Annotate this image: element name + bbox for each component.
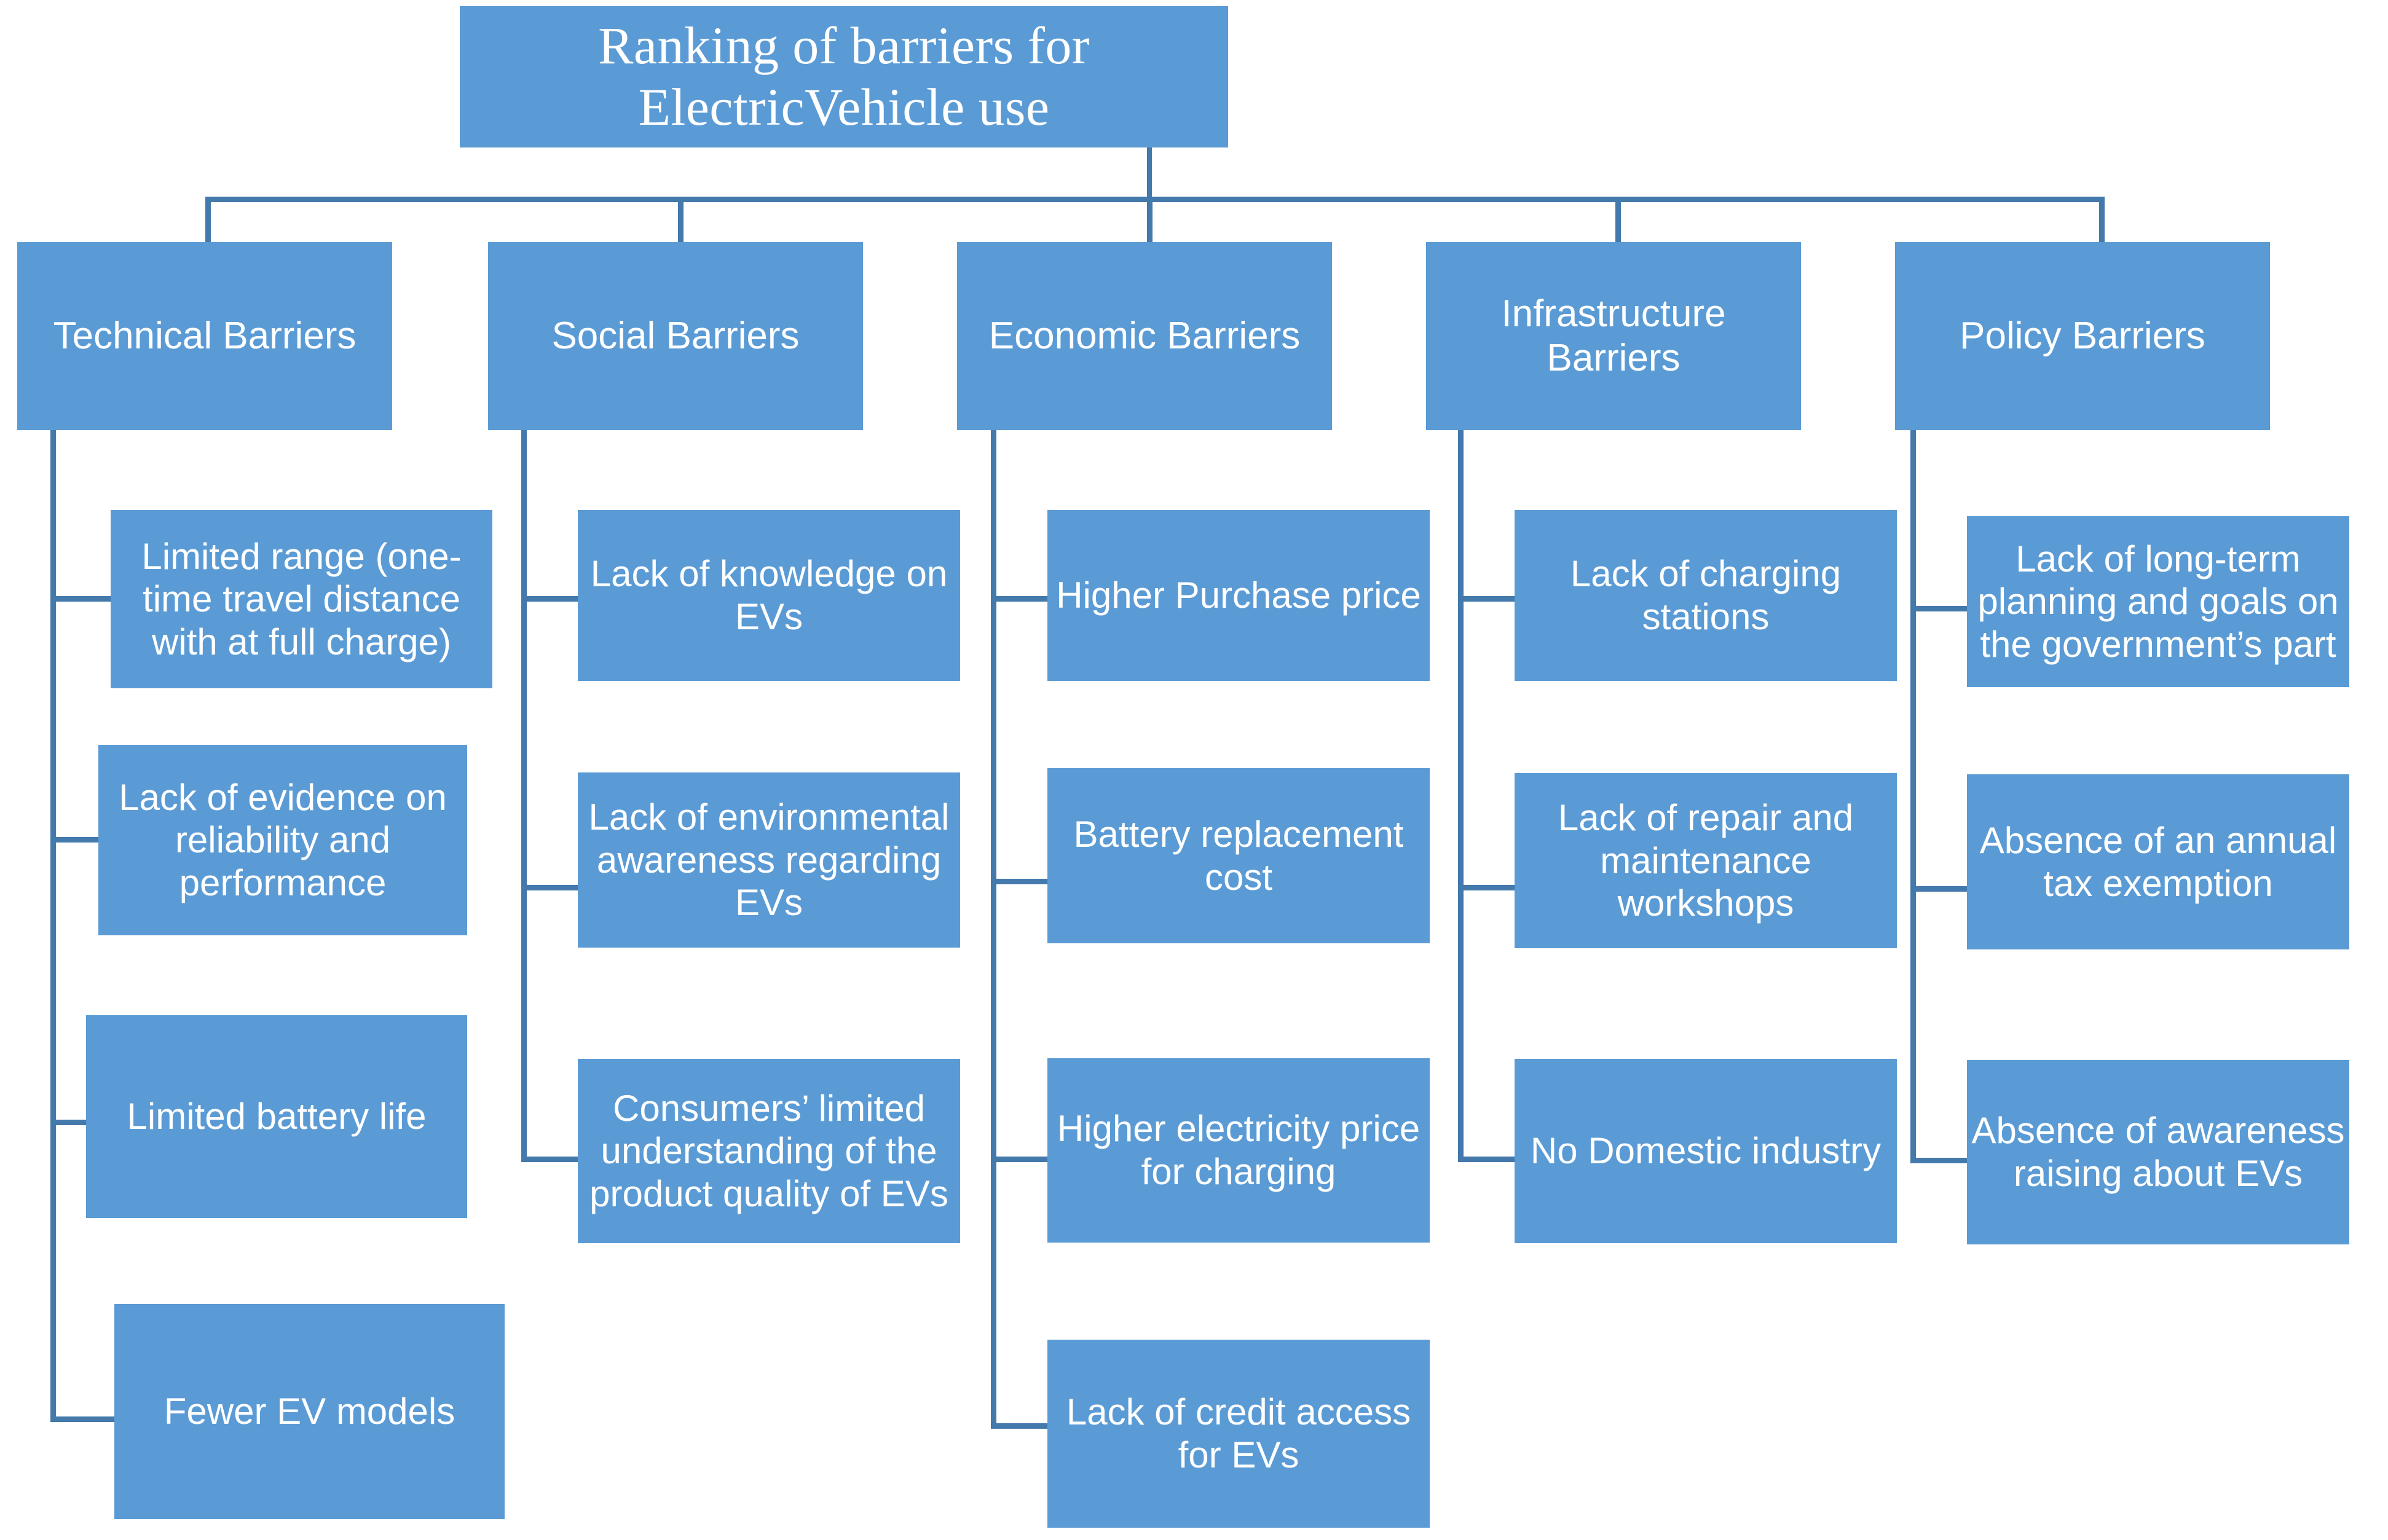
connector-stub-technical-3	[50, 1120, 87, 1125]
category-node-technical-barriers[interactable]: Technical Barriers	[17, 242, 392, 430]
connector-spine-technical	[50, 430, 56, 1422]
leaf-label: Consumers’ limited understanding of the …	[589, 1087, 948, 1214]
leaf-node-battery-replacement-cost[interactable]: Battery replacement cost	[1047, 768, 1430, 943]
connector-bus-drop-5	[2099, 202, 2105, 243]
connector-bus-drop-2	[678, 202, 684, 243]
leaf-label: Limited range (one-time travel distance …	[141, 535, 462, 662]
connector-spine-social	[521, 430, 527, 1161]
connector-bus-drop-4	[1615, 202, 1621, 243]
connector-spine-economic	[991, 430, 996, 1429]
connector-stub-infrastructure-1	[1458, 596, 1515, 602]
connector-root-drop	[1147, 147, 1152, 202]
category-node-infrastructure-barriers[interactable]: Infrastructure Barriers	[1426, 242, 1801, 430]
leaf-label: Fewer EV models	[164, 1391, 455, 1432]
leaf-label: Lack of charging stations	[1570, 553, 1842, 637]
leaf-node-lack-of-environmental-awareness[interactable]: Lack of environmental awareness regardin…	[578, 772, 960, 948]
leaf-node-lack-of-knowledge[interactable]: Lack of knowledge on EVs	[578, 510, 960, 681]
connector-bus-drop-3	[1147, 202, 1153, 243]
leaf-node-fewer-ev-models[interactable]: Fewer EV models	[114, 1304, 505, 1519]
connector-spine-policy	[1910, 430, 1916, 1163]
category-label: Policy Barriers	[1960, 315, 2205, 358]
connector-stub-economic-1	[991, 596, 1047, 602]
root-node-ranking-of-barriers[interactable]: Ranking of barriers for ElectricVehicle …	[460, 6, 1228, 147]
connector-stub-economic-4	[991, 1423, 1047, 1429]
leaf-node-lack-of-charging-stations[interactable]: Lack of charging stations	[1515, 510, 1897, 681]
category-label: Technical Barriers	[53, 315, 357, 358]
leaf-label: Lack of long-term planning and goals on …	[1977, 538, 2339, 665]
leaf-node-limited-battery-life[interactable]: Limited battery life	[86, 1015, 467, 1218]
connector-spine-infrastructure	[1458, 430, 1464, 1161]
leaf-node-lack-of-repair-and-maintenance[interactable]: Lack of repair and maintenance workshops	[1515, 773, 1897, 948]
connector-stub-infrastructure-3	[1458, 1157, 1515, 1162]
leaf-node-absence-of-awareness-raising[interactable]: Absence of awareness raising about EVs	[1967, 1060, 2349, 1244]
category-label: Economic Barriers	[988, 315, 1301, 358]
leaf-label: Limited battery life	[127, 1096, 427, 1137]
leaf-label: Lack of knowledge on EVs	[590, 553, 948, 637]
leaf-label: Lack of evidence on reliability and perf…	[119, 776, 447, 903]
leaf-label: Lack of environmental awareness regardin…	[588, 796, 950, 924]
leaf-node-lack-of-credit-access[interactable]: Lack of credit access for EVs	[1047, 1340, 1430, 1528]
connector-horizontal-bus	[205, 197, 2105, 202]
leaf-node-consumers-limited-understanding[interactable]: Consumers’ limited understanding of the …	[578, 1059, 960, 1243]
connector-stub-technical-2	[50, 837, 100, 843]
category-node-economic-barriers[interactable]: Economic Barriers	[957, 242, 1332, 430]
connector-stub-policy-3	[1910, 1158, 1967, 1163]
connector-stub-policy-2	[1910, 886, 1967, 892]
leaf-node-lack-of-evidence[interactable]: Lack of evidence on reliability and perf…	[98, 745, 467, 935]
connector-stub-social-1	[521, 596, 578, 602]
leaf-node-higher-purchase-price[interactable]: Higher Purchase price	[1047, 510, 1430, 681]
connector-stub-policy-1	[1910, 606, 1967, 611]
connector-stub-economic-2	[991, 879, 1047, 884]
leaf-label: Higher Purchase price	[1056, 575, 1421, 616]
connector-stub-infrastructure-2	[1458, 885, 1515, 890]
category-label: Infrastructure Barriers	[1501, 293, 1726, 379]
leaf-node-absence-of-annual-tax-exemption[interactable]: Absence of an annual tax exemption	[1967, 774, 2349, 949]
connector-stub-social-2	[521, 885, 578, 890]
leaf-label: Battery replacement cost	[1073, 813, 1404, 898]
leaf-label: Lack of repair and maintenance workshops	[1558, 797, 1854, 924]
leaf-node-lack-of-long-term-planning[interactable]: Lack of long-term planning and goals on …	[1967, 516, 2349, 687]
category-label: Social Barriers	[551, 315, 800, 358]
connector-stub-economic-3	[991, 1157, 1047, 1162]
leaf-label: Higher electricity price for charging	[1057, 1108, 1421, 1192]
connector-stub-technical-4	[50, 1416, 116, 1422]
connector-stub-technical-1	[50, 596, 111, 602]
leaf-node-higher-electricity-price[interactable]: Higher electricity price for charging	[1047, 1058, 1430, 1243]
category-node-policy-barriers[interactable]: Policy Barriers	[1895, 242, 2270, 430]
leaf-label: Lack of credit access for EVs	[1066, 1391, 1411, 1475]
leaf-label: No Domestic industry	[1530, 1130, 1882, 1172]
leaf-node-limited-range[interactable]: Limited range (one-time travel distance …	[111, 510, 492, 688]
root-node-label: Ranking of barriers for ElectricVehicle …	[598, 16, 1090, 136]
connector-bus-drop-1	[205, 202, 211, 243]
category-node-social-barriers[interactable]: Social Barriers	[488, 242, 863, 430]
leaf-label: Absence of awareness raising about EVs	[1971, 1110, 2345, 1194]
leaf-node-no-domestic-industry[interactable]: No Domestic industry	[1515, 1059, 1897, 1243]
connector-stub-social-3	[521, 1157, 578, 1162]
leaf-label: Absence of an annual tax exemption	[1979, 819, 2337, 904]
